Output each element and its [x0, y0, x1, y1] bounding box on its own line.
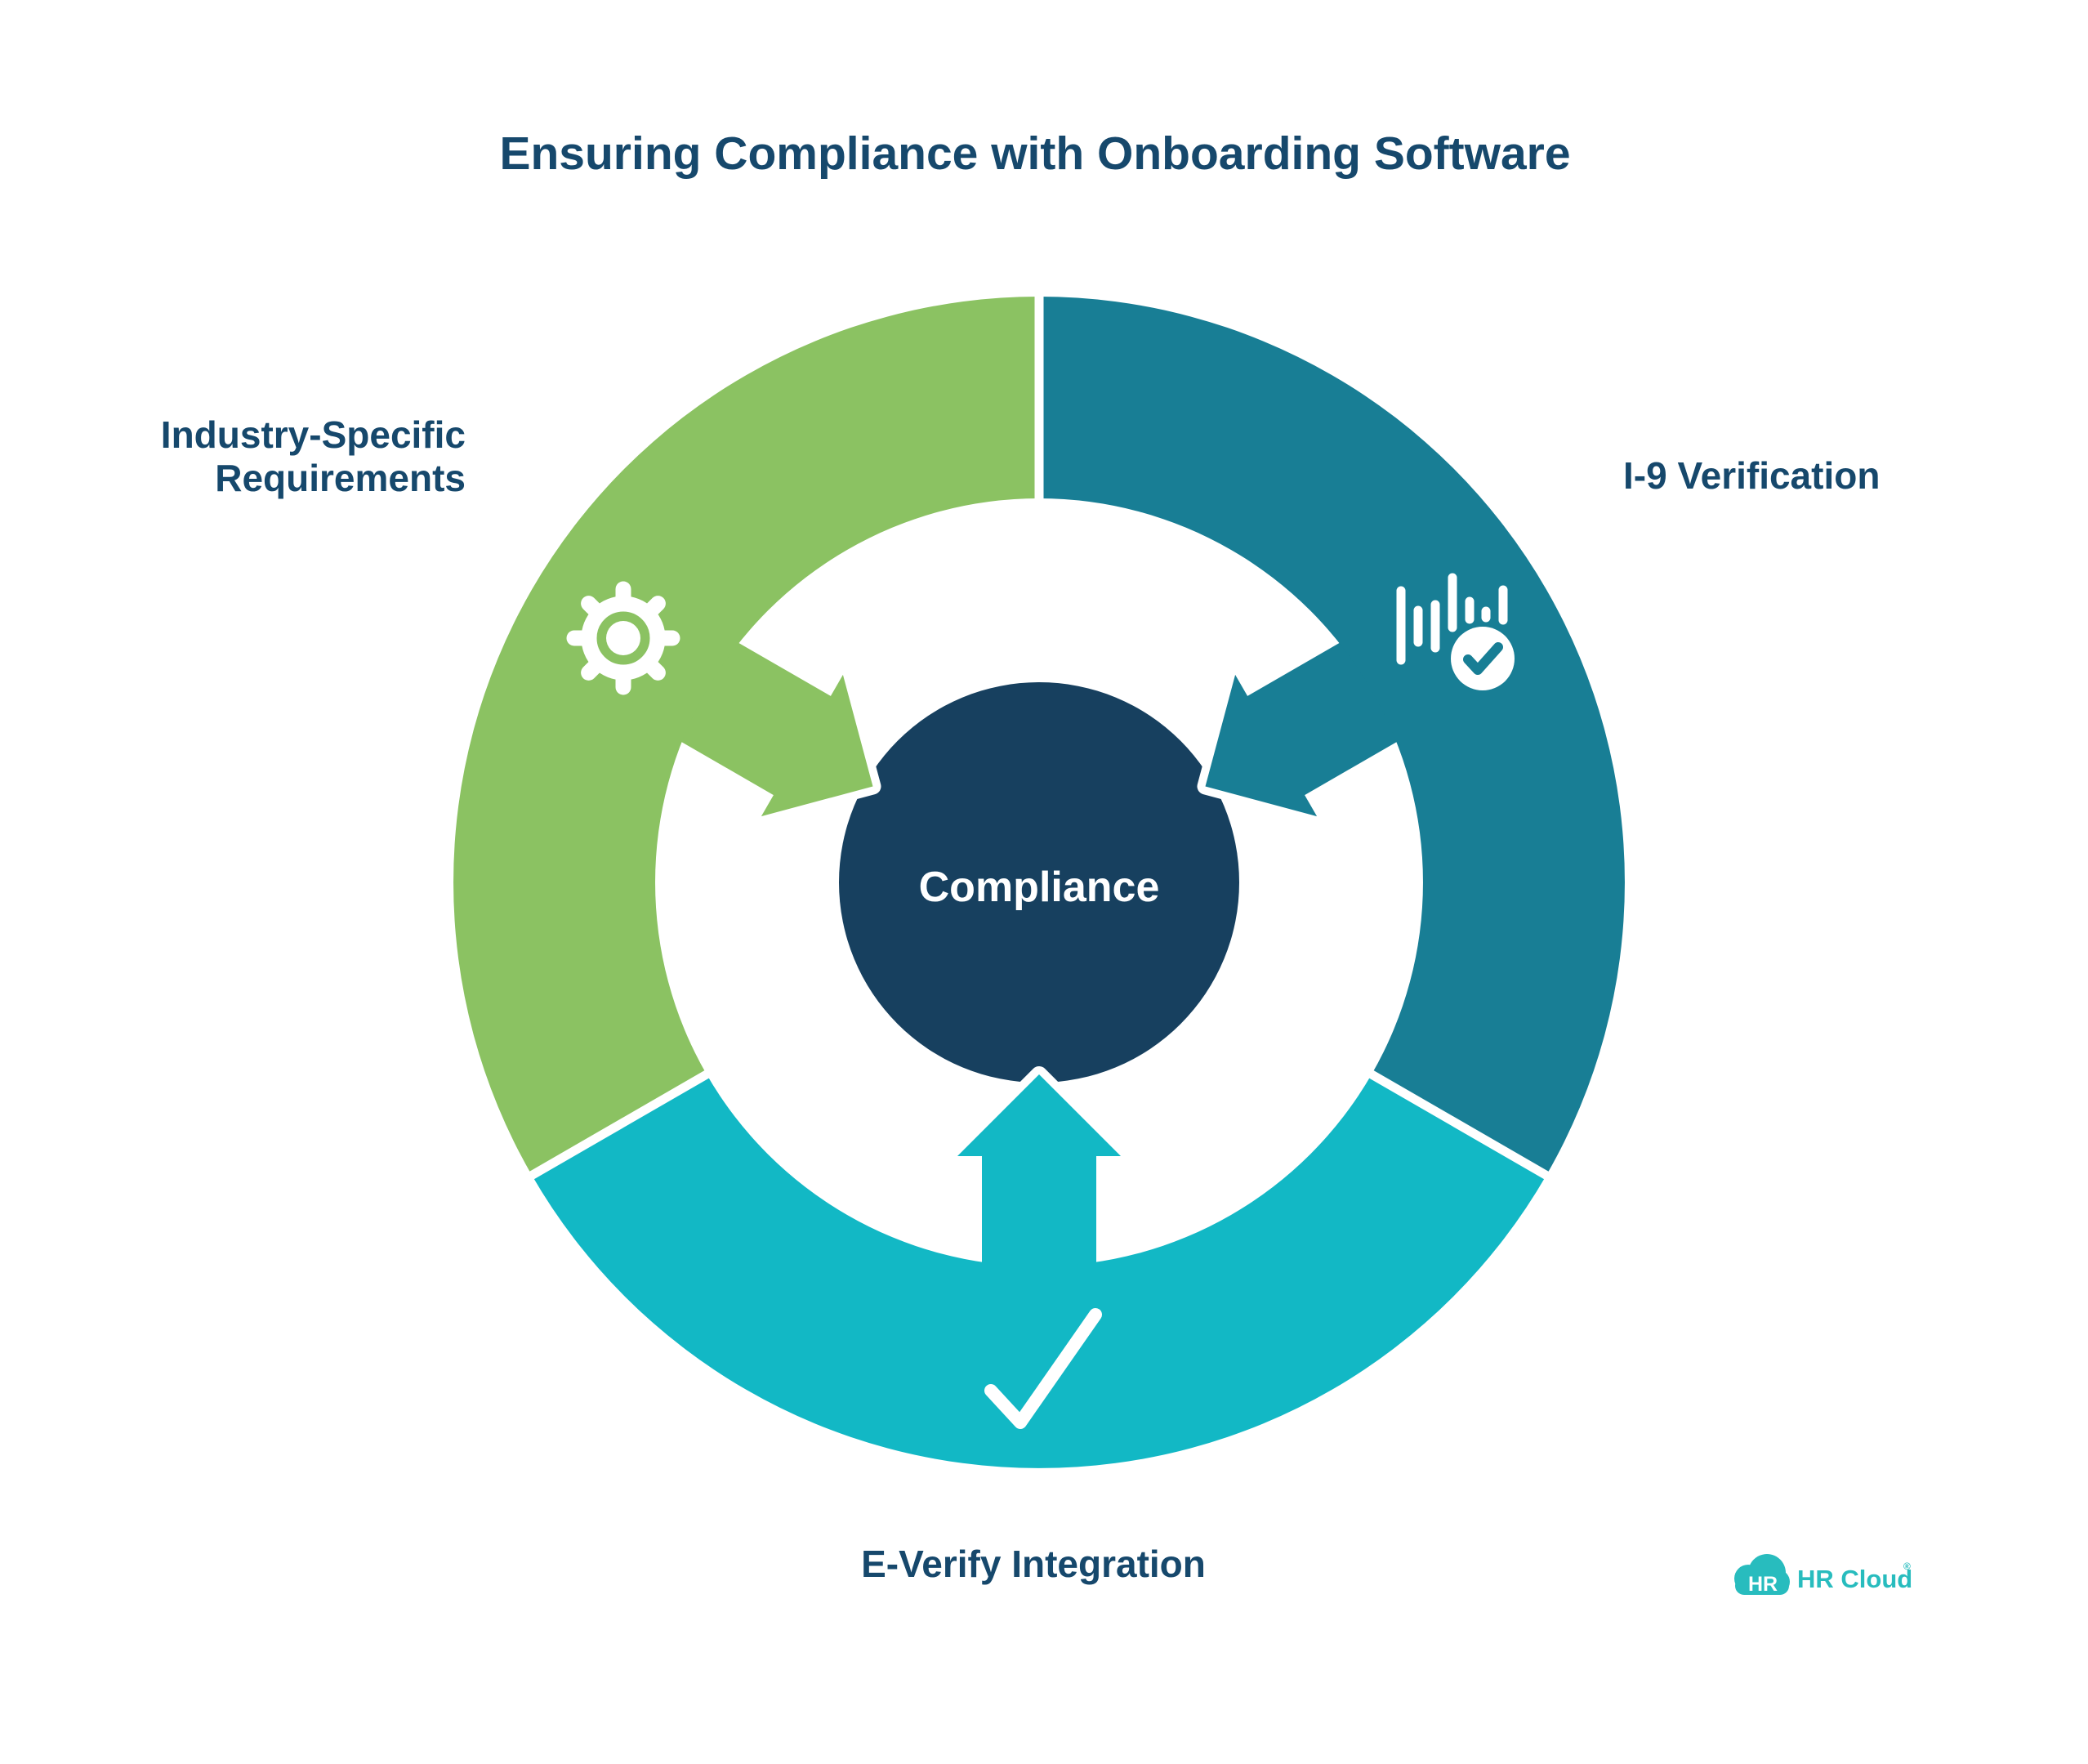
gear-icon — [566, 581, 680, 695]
page-title: Ensuring Compliance with Onboarding Soft… — [499, 127, 1570, 180]
checkmark-icon — [984, 1308, 1102, 1429]
logo-badge-text: HR — [1748, 1573, 1778, 1596]
segment-divider-lower-right — [1362, 1066, 1558, 1185]
segment-i9-ring — [1039, 297, 1625, 1176]
center-label: Compliance — [919, 864, 1160, 911]
waveform-check-icon — [1396, 573, 1515, 690]
label-i9: I-9 Verification — [1623, 454, 1880, 497]
logo-registered-mark: ® — [1903, 1561, 1911, 1572]
hr-cloud-logo: HR HR Cloud ® — [1734, 1554, 1912, 1596]
logo-brand-text: HR Cloud — [1797, 1565, 1912, 1593]
segment-industry-ring — [453, 297, 1039, 1176]
segment-divider-lower-left — [520, 1066, 716, 1185]
center-circle — [839, 682, 1239, 1083]
check-glyph — [1463, 642, 1503, 675]
label-everify: E-Verify Integration — [861, 1543, 1206, 1585]
segment-everify-ring — [532, 1074, 1546, 1468]
label-industry-line2: Requirements — [215, 457, 466, 499]
hr-cloud-logo-icon: HR — [1734, 1554, 1790, 1596]
label-industry-line1: Industry-Specific — [161, 413, 466, 456]
